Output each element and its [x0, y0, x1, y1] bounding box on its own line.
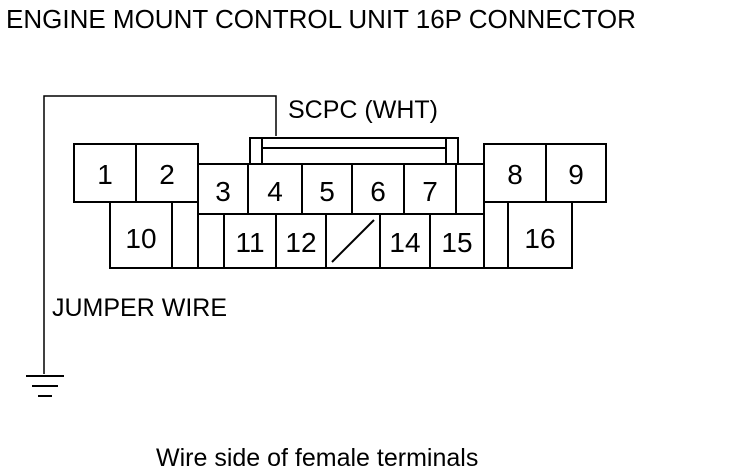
- pin-7: 7: [422, 176, 438, 207]
- pin-3: 3: [215, 176, 231, 207]
- pin-14: 14: [389, 227, 420, 258]
- pin-2: 2: [159, 159, 175, 190]
- pin-16: 16: [524, 223, 555, 254]
- slash-blank-cavity-icon: [331, 219, 375, 263]
- pin-10: 10: [125, 223, 156, 254]
- pin-6: 6: [370, 176, 386, 207]
- jumper-wire-line: [43, 95, 277, 374]
- caption-label: Wire side of female terminals: [156, 444, 478, 472]
- pin-11: 11: [235, 227, 264, 258]
- pin-15: 15: [441, 227, 472, 258]
- pin-4: 4: [267, 176, 283, 207]
- pin-8: 8: [507, 159, 523, 190]
- pin-12: 12: [285, 227, 316, 258]
- lock-tab: [249, 137, 459, 165]
- ground-symbol-icon: [26, 375, 64, 397]
- diagram-title: ENGINE MOUNT CONTROL UNIT 16P CONNECTOR: [6, 4, 636, 34]
- pin-1: 1: [97, 159, 113, 190]
- connector-body: [73, 137, 607, 269]
- scpc-label: SCPC (WHT): [288, 96, 438, 124]
- pin-5: 5: [319, 176, 335, 207]
- pin-9: 9: [568, 159, 584, 190]
- jumper-wire-label: JUMPER WIRE: [52, 294, 227, 322]
